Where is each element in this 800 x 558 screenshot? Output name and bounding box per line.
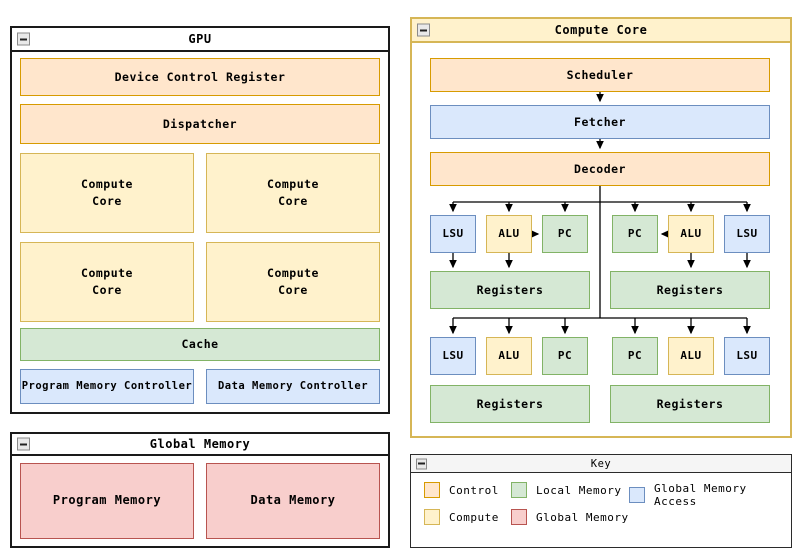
legend-item-global-memory: Global Memory (511, 509, 629, 525)
pc-box: PC (612, 215, 658, 253)
data-memory-box: Data Memory (206, 463, 380, 539)
legend-label: Local Memory (536, 483, 622, 497)
compute-core-panel: Compute Core (410, 17, 792, 438)
local-memory-swatch (511, 482, 527, 498)
cache-box: Cache (20, 328, 380, 361)
global-memory-title: Global Memory (149, 437, 251, 451)
compute-core-box-3: Compute Core (20, 242, 194, 322)
compute-core-box-4: Compute Core (206, 242, 380, 322)
legend-label: Compute (449, 510, 499, 524)
alu-box: ALU (486, 337, 532, 375)
program-memory-controller-box: Program Memory Controller (20, 369, 194, 404)
legend-item-local-memory: Local Memory (511, 482, 621, 498)
pc-box: PC (542, 337, 588, 375)
compute-core-collapse-icon[interactable] (417, 23, 430, 37)
legend-label: Global Memory Access (654, 482, 747, 508)
control-swatch (424, 482, 440, 498)
pc-box: PC (542, 215, 588, 253)
compute-core-title: Compute Core (554, 23, 648, 37)
global-memory-panel: Global Memory Program Memory Data Memory (10, 432, 390, 548)
alu-box: ALU (486, 215, 532, 253)
scheduler-box: Scheduler (430, 58, 770, 92)
device-control-register-box: Device Control Register (20, 58, 380, 96)
registers-box: Registers (610, 385, 770, 423)
global-memory-swatch (511, 509, 527, 525)
legend-label: Global Memory (536, 510, 629, 524)
gpu-title: GPU (188, 32, 212, 46)
program-memory-box: Program Memory (20, 463, 194, 539)
gpu-titlebar: GPU (12, 28, 388, 52)
gpu-panel: GPU Device Control Register Dispatcher C… (10, 26, 390, 414)
alu-box: ALU (668, 337, 714, 375)
alu-box: ALU (668, 215, 714, 253)
lsu-box: LSU (724, 215, 770, 253)
lsu-box: LSU (430, 215, 476, 253)
key-panel: Key Control Local Memory Global Memory A… (410, 454, 792, 548)
lsu-box: LSU (430, 337, 476, 375)
compute-swatch (424, 509, 440, 525)
legend-item-control: Control (424, 482, 499, 498)
registers-box: Registers (610, 271, 770, 309)
compute-core-titlebar: Compute Core (412, 19, 790, 43)
key-title: Key (590, 457, 612, 470)
global-memory-collapse-icon[interactable] (17, 437, 30, 451)
compute-core-box-1: Compute Core (20, 153, 194, 233)
registers-box: Registers (430, 385, 590, 423)
fetcher-box: Fetcher (430, 105, 770, 139)
dispatcher-box: Dispatcher (20, 104, 380, 144)
legend-label: Control (449, 483, 499, 497)
pc-box: PC (612, 337, 658, 375)
decoder-box: Decoder (430, 152, 770, 186)
gpu-collapse-icon[interactable] (17, 32, 30, 46)
global-memory-titlebar: Global Memory (12, 434, 388, 456)
legend-item-global-memory-access: Global Memory Access (629, 482, 791, 508)
key-collapse-icon[interactable] (416, 458, 427, 469)
lsu-box: LSU (724, 337, 770, 375)
data-memory-controller-box: Data Memory Controller (206, 369, 380, 404)
compute-core-box-2: Compute Core (206, 153, 380, 233)
global-memory-access-swatch (629, 487, 645, 503)
key-titlebar: Key (411, 455, 791, 473)
registers-box: Registers (430, 271, 590, 309)
legend-item-compute: Compute (424, 509, 499, 525)
